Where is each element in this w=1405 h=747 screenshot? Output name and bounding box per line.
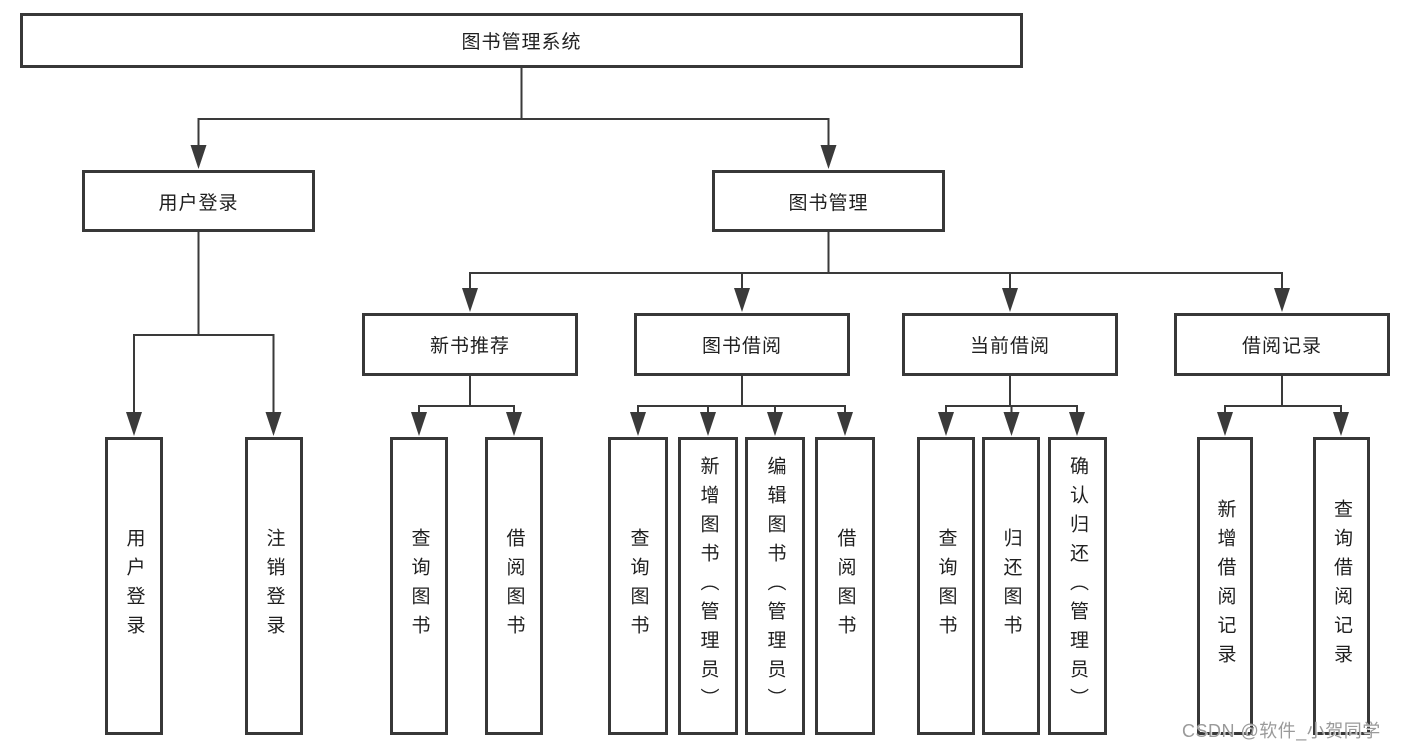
node-current-borrowing: 当前借阅 [902, 313, 1118, 376]
leaf-br-query-record: 查询借阅记录 [1313, 437, 1370, 735]
new-rec-connector [411, 376, 522, 436]
borrowing-connector [630, 376, 853, 436]
leaf-bb-query-books: 查询图书 [608, 437, 668, 735]
leaf-rec-query-books: 查询图书 [390, 437, 448, 735]
leaf-bb-edit-books-label: 编辑图书（管理员） [764, 455, 786, 717]
node-current-borrowing-label: 当前借阅 [969, 336, 1050, 357]
leaf-rec-borrow-books: 借阅图书 [485, 437, 543, 735]
leaf-br-add-record: 新增借阅记录 [1197, 437, 1253, 735]
node-book-borrowing: 图书借阅 [634, 313, 850, 376]
leaf-cb-query-books: 查询图书 [917, 437, 975, 735]
csdn-watermark: CSDN @软件_小贺同学 [1182, 721, 1381, 741]
leaf-logout: 注销登录 [245, 437, 303, 735]
current-connector [938, 376, 1085, 436]
node-book-borrowing-label: 图书借阅 [701, 336, 782, 357]
root-connector [190, 68, 837, 169]
leaf-rec-borrow-books-label: 借阅图书 [503, 528, 525, 644]
leaf-cb-confirm-return-label: 确认归还（管理员） [1067, 455, 1088, 717]
leaf-cb-query-books-label: 查询图书 [935, 528, 957, 644]
node-borrowing-records: 借阅记录 [1174, 313, 1390, 376]
node-book-mgmt: 图书管理 [712, 170, 945, 232]
leaf-cb-return-books: 归还图书 [982, 437, 1040, 735]
leaf-bb-add-books: 新增图书（管理员） [678, 437, 738, 735]
records-connector [1217, 376, 1349, 436]
leaf-bb-add-books-label: 新增图书（管理员） [697, 455, 719, 717]
node-root: 图书管理系统 [20, 13, 1023, 68]
leaf-cb-return-books-label: 归还图书 [1000, 528, 1022, 644]
leaf-cb-confirm-return: 确认归还（管理员） [1048, 437, 1107, 735]
leaf-bb-borrow-books: 借阅图书 [815, 437, 875, 735]
user-login-connector [126, 232, 282, 436]
book-mgmt-connector [462, 232, 1290, 312]
leaf-user-login: 用户登录 [105, 437, 163, 735]
leaf-logout-label: 注销登录 [263, 528, 285, 644]
node-borrowing-records-label: 借阅记录 [1241, 336, 1322, 357]
leaf-br-add-record-label: 新增借阅记录 [1214, 499, 1236, 673]
leaf-bb-query-books-label: 查询图书 [627, 528, 649, 644]
node-user-login: 用户登录 [82, 170, 315, 232]
leaf-bb-edit-books: 编辑图书（管理员） [745, 437, 805, 735]
leaf-user-login-label: 用户登录 [123, 528, 145, 644]
node-user-login-label: 用户登录 [158, 192, 239, 214]
leaf-br-query-record-label: 查询借阅记录 [1331, 499, 1352, 673]
node-new-book-rec: 新书推荐 [362, 313, 578, 376]
node-new-book-rec-label: 新书推荐 [429, 336, 510, 357]
node-root-label: 图书管理系统 [461, 32, 582, 53]
leaf-rec-query-books-label: 查询图书 [408, 528, 430, 644]
node-book-mgmt-label: 图书管理 [788, 192, 869, 214]
leaf-bb-borrow-books-label: 借阅图书 [834, 528, 856, 644]
